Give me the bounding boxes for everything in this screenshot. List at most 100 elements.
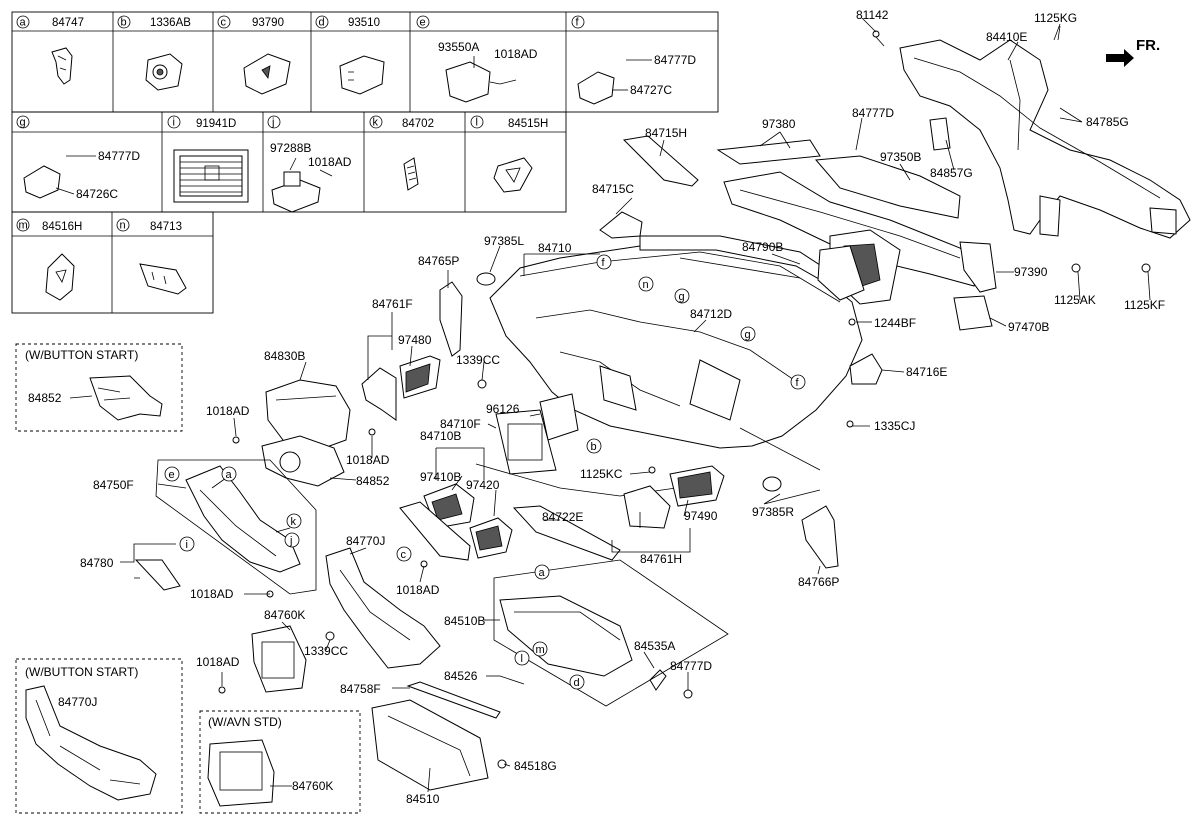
legend-part-a: 84747 — [52, 17, 84, 29]
label-84750F: 84750F — [93, 478, 134, 492]
legend-picture-b — [145, 53, 183, 91]
label-1335CJ: 1335CJ — [874, 419, 915, 433]
legend-picture-j — [271, 157, 333, 213]
label-84780: 84780 — [80, 556, 114, 570]
label-84510: 84510 — [406, 792, 440, 806]
callout-d: d — [574, 677, 580, 689]
legend-letter-d: d — [319, 17, 325, 29]
label-84765P: 84765P — [418, 254, 459, 268]
legend-letter-i: i — [173, 117, 175, 129]
label-1018AD-d: 1018AD — [396, 583, 440, 597]
label-84722E: 84722E — [542, 510, 583, 524]
label-97420: 97420 — [466, 478, 500, 492]
front-label: FR. — [1136, 37, 1160, 54]
legend-part-d: 93510 — [348, 17, 380, 29]
legend-letter-a: a — [20, 17, 27, 29]
legend-part-i: 91941D — [196, 118, 236, 130]
label-1125KF: 1125KF — [1124, 298, 1165, 312]
label-1339CC-bot: 1339CC — [304, 644, 348, 658]
callout-g-1: g — [679, 291, 685, 303]
label-84852: 84852 — [356, 474, 390, 488]
label-97470B: 97470B — [1008, 320, 1049, 334]
legend-letter-n: n — [120, 220, 126, 232]
callout-c: c — [401, 549, 407, 561]
callout-f-2: f — [796, 377, 800, 389]
legend-part-l: 84515H — [508, 118, 548, 130]
legend-part-n: 84713 — [150, 221, 182, 233]
legend-letter-c: c — [221, 17, 227, 29]
label-84830B: 84830B — [264, 349, 305, 363]
callout-i: i — [186, 539, 188, 551]
callout-a-2: a — [539, 567, 546, 579]
label-97410B: 97410B — [420, 470, 461, 484]
label-84761F: 84761F — [372, 297, 413, 311]
label-97390: 97390 — [1014, 265, 1048, 279]
legend-letter-b: b — [121, 17, 127, 29]
label-84535A: 84535A — [634, 639, 675, 653]
legend-picture-m — [45, 253, 75, 301]
label-84760K: 84760K — [264, 608, 305, 622]
label-1018AD-e: 1018AD — [196, 655, 240, 669]
label-81142: 81142 — [856, 8, 889, 22]
label-97385R: 97385R — [752, 505, 794, 519]
label-97385L: 97385L — [484, 234, 524, 248]
legend-picture-g — [23, 155, 96, 199]
label-84710: 84710 — [538, 241, 572, 255]
label-84770J: 84770J — [346, 534, 385, 548]
legend-letter-k: k — [373, 117, 379, 129]
legend-letter-e: e — [420, 17, 426, 29]
legend-letter-g: g — [20, 117, 26, 129]
legend-part-c: 93790 — [252, 17, 284, 29]
callout-l: l — [521, 653, 523, 665]
label-84777D-top: 84777D — [852, 106, 894, 120]
label-84715C: 84715C — [592, 182, 634, 196]
callout-e: e — [169, 469, 175, 481]
front-arrow: FR. — [1106, 37, 1160, 67]
legend-picture-n — [139, 263, 187, 295]
part-labels: 81142 1125KG 84410E 84785G 97380 84777D … — [80, 8, 1165, 806]
legend-j-sub-1: 97288B — [270, 141, 311, 155]
variant-box-button-start-1: (W/BUTTON START) 84852 — [15, 343, 183, 432]
legend-part-k: 84702 — [402, 118, 434, 130]
label-97490: 97490 — [684, 509, 718, 523]
variant-part-84760K: 84760K — [292, 779, 333, 793]
variant-box-avn-std: (W/AVN STD) 84760K — [199, 710, 361, 814]
label-84785G: 84785G — [1086, 115, 1129, 129]
callout-k: k — [291, 516, 297, 528]
legend-e-sub-2: 1018AD — [494, 47, 538, 61]
legend-picture-f — [577, 59, 652, 105]
legend-picture-e — [445, 56, 517, 103]
callout-m: m — [536, 644, 545, 656]
variant-caption-1: (W/BUTTON START) — [25, 348, 138, 362]
legend-letter-m: m — [19, 220, 28, 232]
callout-b: b — [591, 441, 597, 453]
label-84710F: 84710F — [440, 417, 481, 431]
callouts: f n g g f b e a k j i c a l m d — [164, 254, 806, 690]
callout-j: j — [289, 535, 292, 547]
label-84857G: 84857G — [930, 166, 973, 180]
label-1018AD-c: 1018AD — [190, 587, 234, 601]
legend-table: a 84747 b 1336AB c 93790 d 93510 e f — [11, 11, 719, 314]
label-84518G: 84518G — [514, 759, 557, 773]
legend-g-sub-2: 84726C — [76, 187, 118, 201]
label-84712D: 84712D — [690, 307, 732, 321]
callout-f-1: f — [602, 257, 606, 269]
label-97380: 97380 — [762, 117, 796, 131]
label-84790B: 84790B — [742, 240, 783, 254]
legend-part-b: 1336AB — [150, 17, 191, 29]
legend-part-m: 84516H — [42, 221, 82, 233]
callout-a-1: a — [226, 469, 233, 481]
label-84758F: 84758F — [340, 682, 381, 696]
legend-e-sub-1: 93550A — [438, 40, 479, 54]
legend-letter-l: l — [476, 117, 478, 129]
legend-f-sub-1: 84777D — [654, 53, 696, 67]
variant-part-84770J: 84770J — [58, 695, 97, 709]
label-97350B: 97350B — [880, 150, 921, 164]
callout-n: n — [643, 279, 649, 291]
legend-j-sub-2: 1018AD — [308, 155, 352, 169]
legend-picture-a — [51, 47, 73, 85]
label-1018AD-b: 1018AD — [346, 453, 390, 467]
variant-part-84852: 84852 — [28, 391, 62, 405]
label-84766P: 84766P — [798, 575, 839, 589]
exploded-assembly — [134, 23, 1191, 791]
